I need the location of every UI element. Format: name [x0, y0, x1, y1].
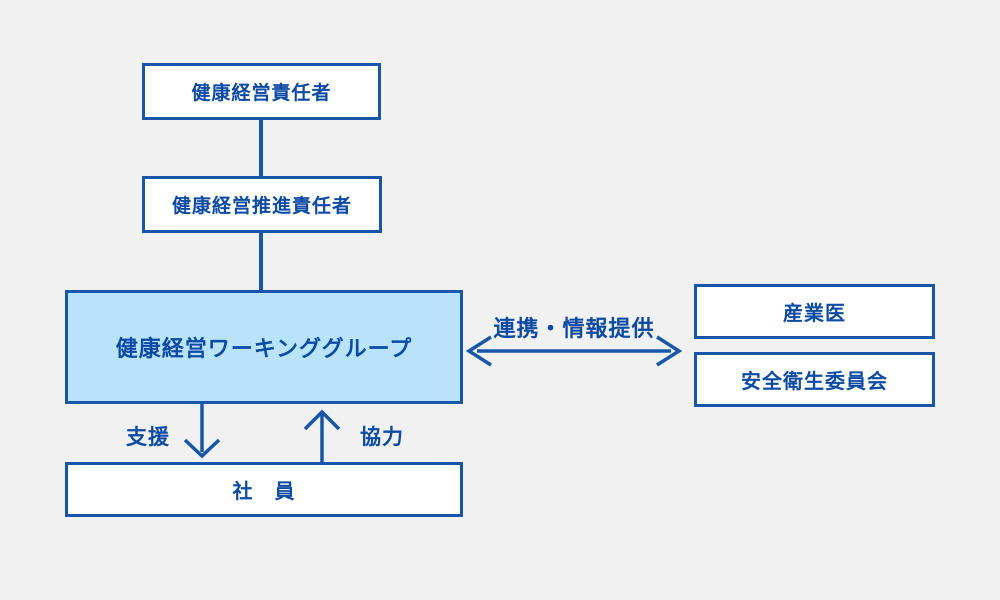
support-arrow-label: 支援	[126, 426, 170, 449]
node-working-group: 健康経営ワーキンググループ	[65, 290, 463, 404]
collaboration-arrow	[465, 335, 683, 367]
node-safety-committee: 安全衛生委員会	[694, 352, 935, 407]
node-occupational-physician: 産業医	[694, 284, 935, 339]
node-promotion-officer: 健康経営推進責任者	[142, 176, 382, 233]
cooperation-arrow	[303, 409, 341, 462]
node-occupational-physician-label: 産業医	[783, 303, 846, 325]
node-promotion-officer-label: 健康経営推進責任者	[171, 196, 352, 217]
support-arrow	[183, 403, 221, 459]
node-working-group-label: 健康経営ワーキンググループ	[115, 336, 413, 361]
cooperation-arrow-label: 協力	[360, 426, 404, 449]
node-safety-committee-label: 安全衛生委員会	[741, 371, 888, 393]
collaboration-arrow-label: 連携・情報提供	[493, 316, 655, 341]
node-employees: 社 員	[65, 462, 463, 517]
node-employees-label: 社 員	[232, 481, 296, 503]
node-health-officer-label: 健康経営責任者	[191, 83, 332, 104]
node-health-officer: 健康経営責任者	[142, 63, 381, 120]
